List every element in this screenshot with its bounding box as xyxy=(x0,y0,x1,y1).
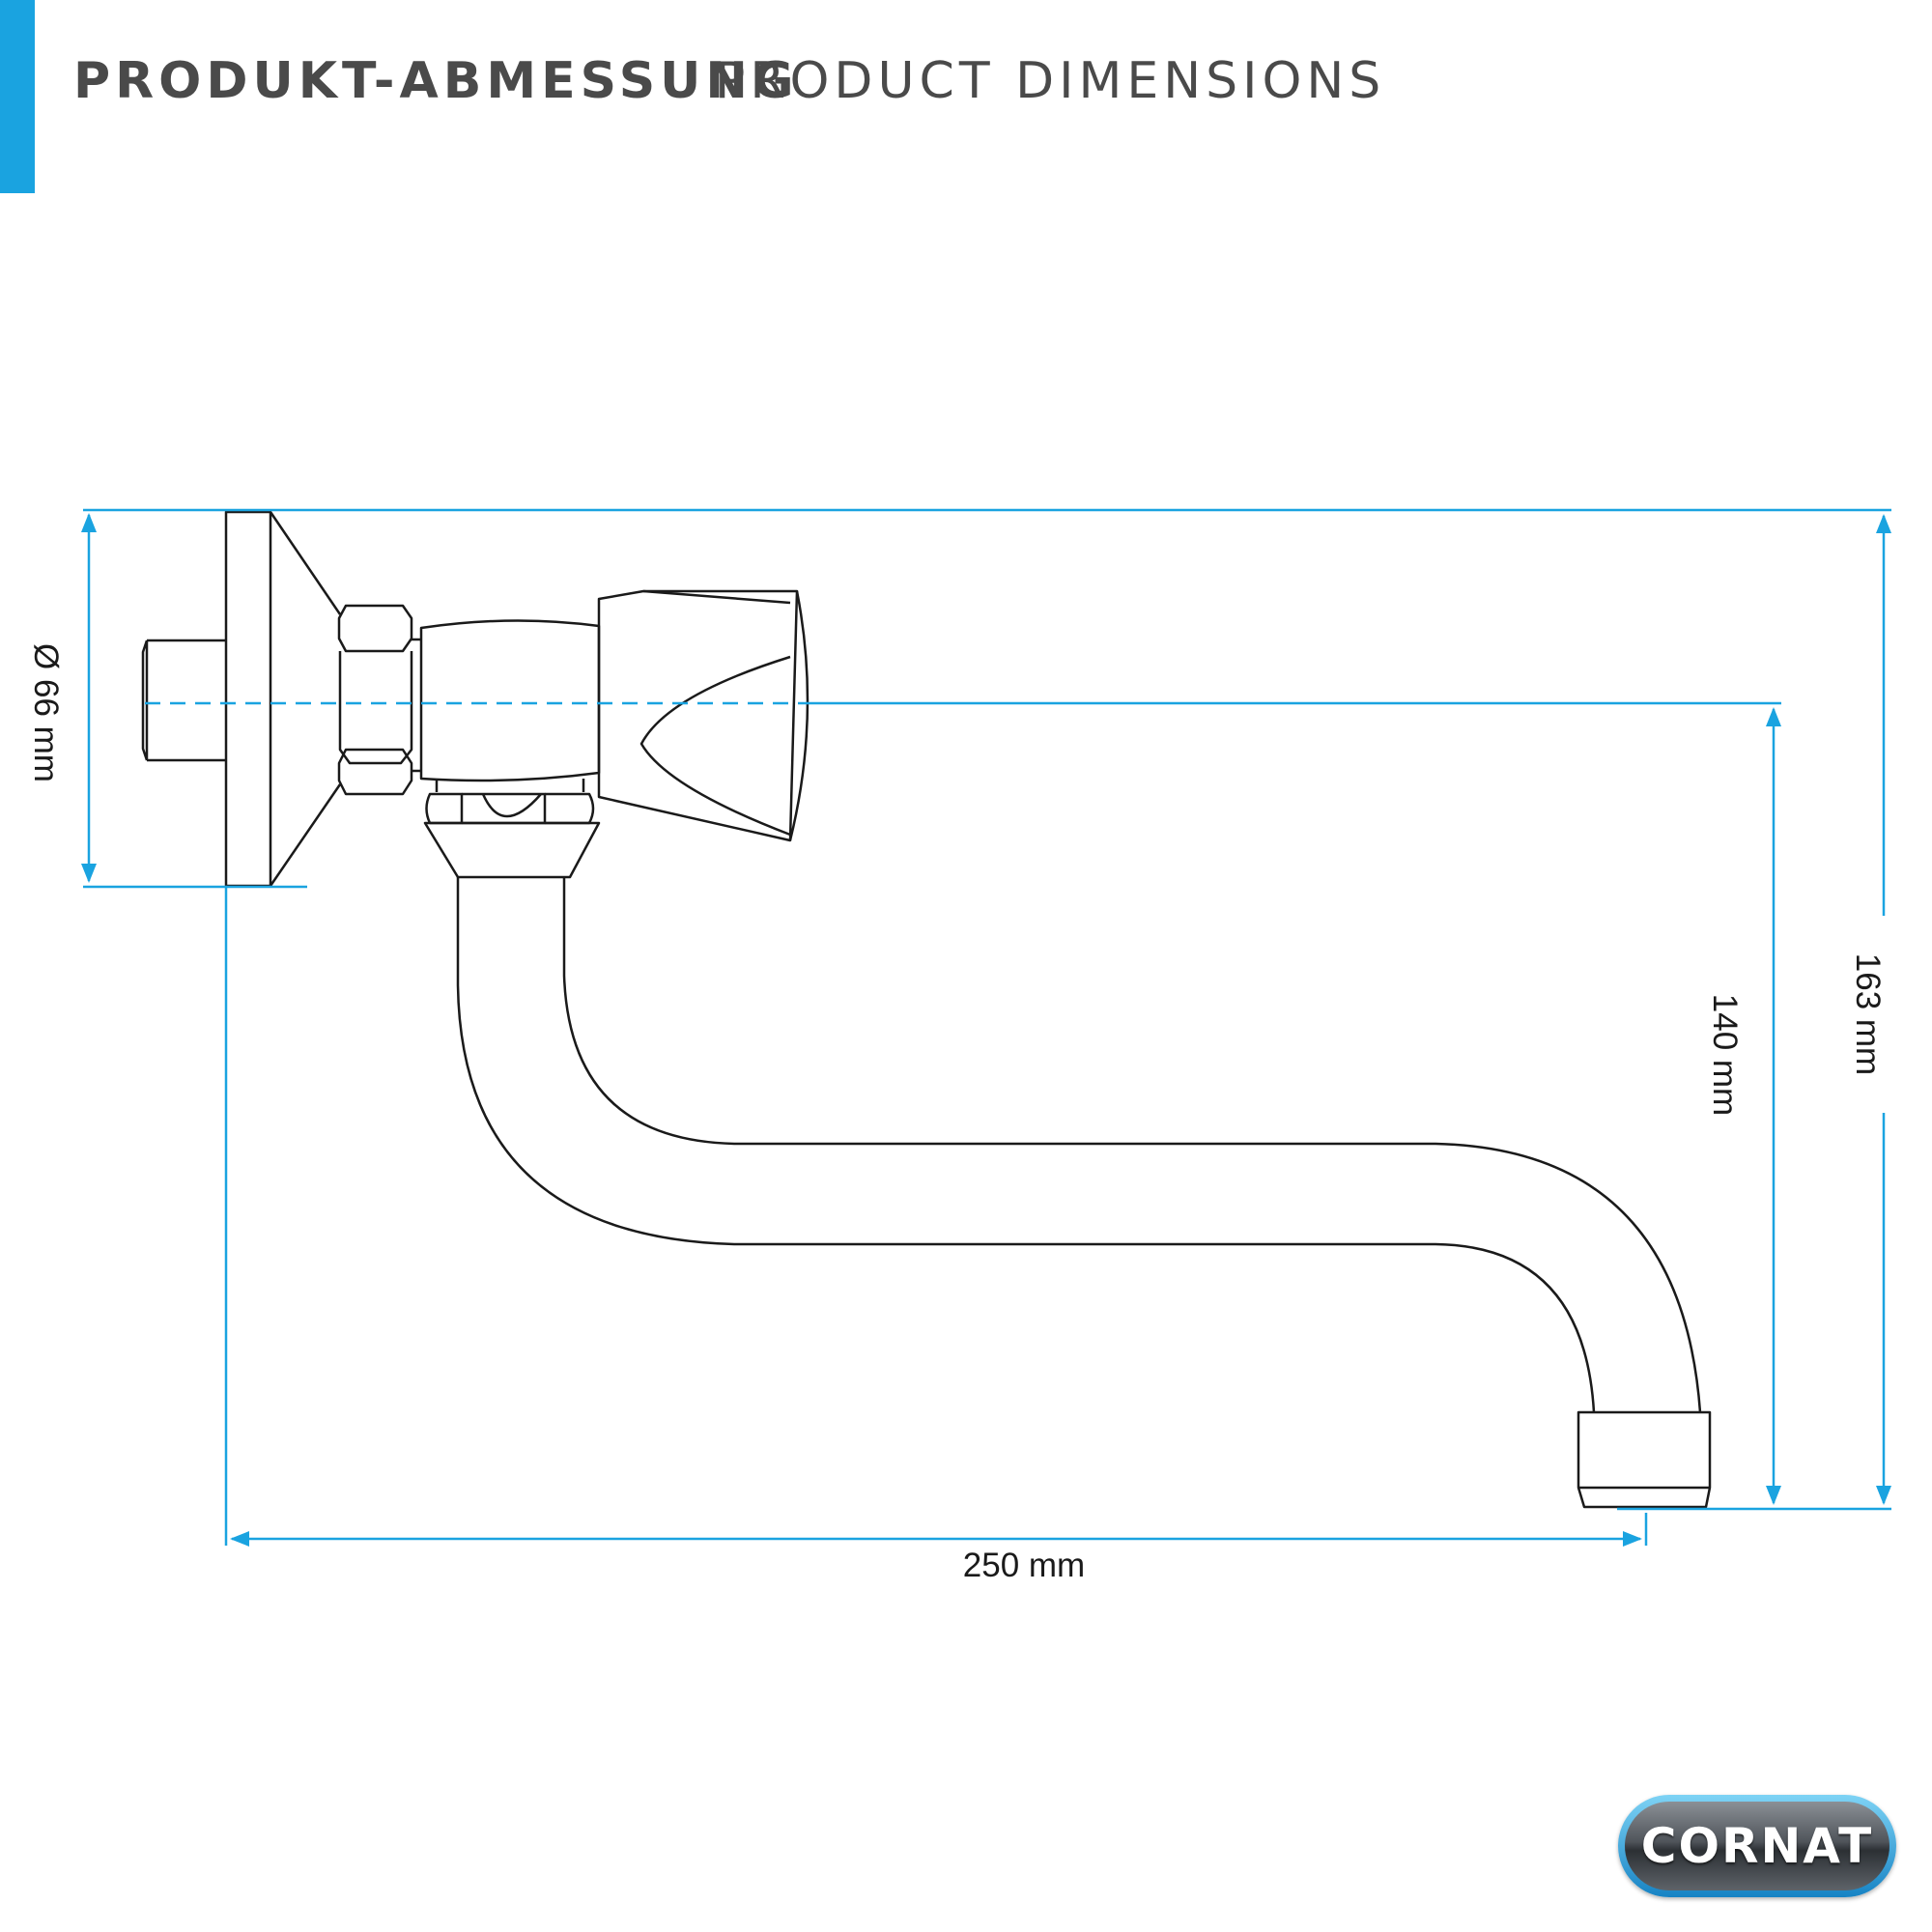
title-german: PRODUKT-ABMESSUNG xyxy=(73,52,799,110)
accent-bar xyxy=(0,0,35,193)
total-height-label: 163 mm xyxy=(1849,953,1887,1075)
valve-handle xyxy=(597,589,799,842)
faucet-outline xyxy=(141,510,1712,1509)
spout-drop-label: 140 mm xyxy=(1706,994,1744,1116)
brand-logo-text: CORNAT xyxy=(1640,1818,1874,1874)
swivel-nut xyxy=(425,792,464,825)
hex-nut xyxy=(337,604,413,653)
flange-diameter-label: Ø 66 mm xyxy=(27,643,65,782)
projection-label: 250 mm xyxy=(963,1547,1085,1584)
dimension-lines xyxy=(81,508,1891,1547)
brand-logo: CORNAT xyxy=(1618,1795,1896,1897)
title-english: PRODUCT DIMENSIONS xyxy=(715,52,1386,110)
spout xyxy=(456,877,1596,1413)
wall-connector xyxy=(141,639,226,762)
aerator xyxy=(1577,1410,1712,1509)
valve-body xyxy=(419,619,601,782)
wall-flange xyxy=(224,510,342,888)
